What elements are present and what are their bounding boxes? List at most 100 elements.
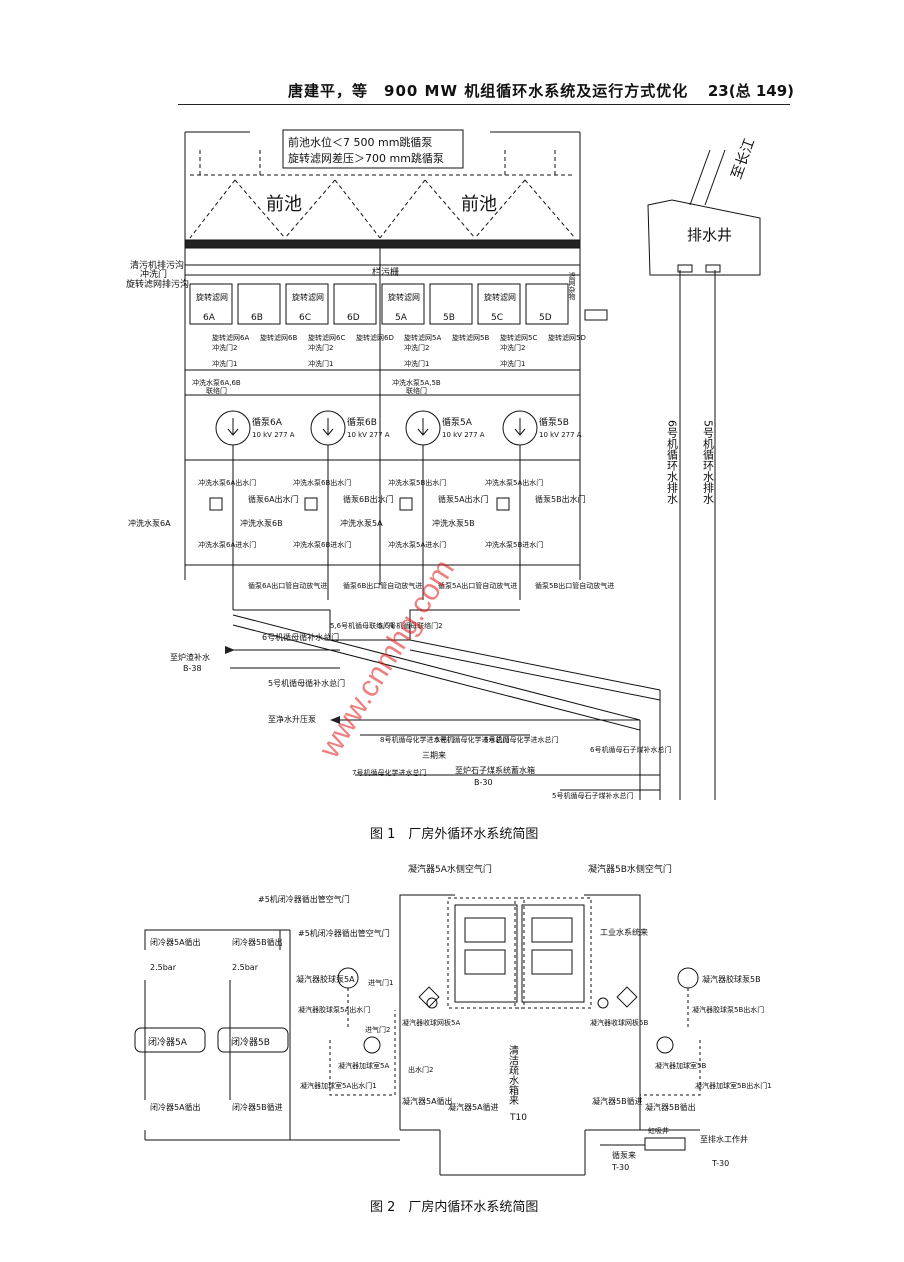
chem-6-label: 6号机循母化学进水总门 [484, 735, 558, 744]
rinse-pump-out-label: 冲洗水泵5A出水门 [485, 478, 543, 487]
rinse-valve-sub: 冲洗门1 [212, 359, 237, 368]
rinse-valve-label: 旋转滤网5B [452, 333, 489, 342]
drain-6-label: 6号机循环水排水 [666, 420, 679, 504]
chem-8-label: 8号机循母化学进水总门 [380, 735, 454, 744]
rinse-valve-label: 旋转滤网6D [356, 333, 394, 342]
ball-pump-5b-symbol [677, 967, 699, 989]
phase3-label: 三期来 [422, 751, 446, 760]
cond-5a-air-label: 凝汽器5A水侧空气门 [408, 863, 492, 875]
truck-icon [584, 309, 608, 321]
forebay-label-right: 前池 [461, 194, 497, 215]
screen-id: 5B [443, 313, 455, 323]
rinse-valve-sub: 冲洗门2 [212, 343, 237, 352]
makeup-5-label: 5号机循母循补水总门 [268, 678, 345, 688]
cooler-5a-label: 闭冷器5A [148, 1036, 188, 1048]
rinse-valve-sub: 冲洗门2 [308, 343, 333, 352]
rinse-valve-label: 旋转滤网6B [260, 333, 297, 342]
outlet-valve-label: 循泵6B出水门 [343, 494, 394, 504]
pump-spec: 10 kV 277 A [442, 431, 485, 439]
rinse-tie-label: 联络门 [406, 386, 427, 395]
figure-1-caption: 图 1 厂房外循环水系统简图 [370, 827, 539, 842]
outlet-valve-2-label: 出水门2 [408, 1065, 433, 1074]
forebay-label-left: 前池 [266, 194, 302, 215]
cooler-5b-body [217, 1027, 289, 1053]
to-well-label: 至排水工作井 [700, 1134, 748, 1144]
b38-label: B-38 [183, 664, 202, 673]
cooler-air-label: #5机闭冷器循出管空气门 [258, 894, 350, 904]
gypsum-5-label: 5号机循母石子煤补水总门 [552, 791, 633, 800]
cooler-5a-top-label: 闭冷器5A循出 [150, 937, 201, 947]
rinse-pump-in-label: 冲洗水泵6B进水门 [293, 540, 351, 549]
pump-name: 循泵6B [347, 416, 377, 428]
main-tie-2-label: 5,6号机循母联络门2 [378, 621, 443, 630]
pump-name: 循泵5A [442, 416, 473, 428]
chem-7-label: 7号机循母化学进水总门 [352, 768, 426, 777]
screen-id: 6A [203, 313, 216, 323]
gypsum-tank-label: 至炉石子煤系统蓄水箱 [455, 765, 535, 775]
running-header: 唐建平，等 900 MW 机组循环水系统及运行方式优化 23(总 149) [0, 78, 904, 102]
condenser-5b-body [521, 904, 585, 1003]
cooler-5a-bottom-label: 闭冷器5A循出 [150, 1102, 201, 1112]
rinse-valve-sub: 冲洗门1 [308, 359, 333, 368]
trash-rack-label: 清污机排污沟 [130, 259, 184, 271]
drain-well-box [647, 199, 761, 276]
pressure-a-label: 2.5bar [150, 963, 177, 972]
cond-5b-out-label: 凝汽器5B循进 [592, 1096, 643, 1106]
siphon-label: 虹吸井 [648, 1126, 669, 1135]
screen-id: 5A [395, 313, 408, 323]
to-clean-label: 至净水升压泵 [268, 714, 316, 724]
cond-5a-out-label: 凝汽器5A循出 [402, 1096, 453, 1106]
b30-label: B-30 [474, 778, 493, 787]
rinse-valve-sub: 冲洗门2 [500, 343, 525, 352]
rinse-pump-out-label: 冲洗水泵5B出水门 [388, 478, 446, 487]
rinse-pump-label: 冲洗水泵5B [432, 518, 475, 528]
rinse-tie-label: 冲洗水泵5A,5B [392, 378, 441, 387]
screen-ids: 6A 6B 6C 6D 5A 5B 5C 5D 旋转滤网 旋转滤网 旋转滤网 旋… [196, 292, 552, 323]
t30-label: T-30 [711, 1159, 729, 1168]
screen-drain-label: 旋转滤网排污沟 [126, 278, 189, 290]
screen-label: 旋转滤网 [388, 292, 420, 302]
grille-label: 栏污栅 [372, 266, 399, 278]
screen-label: 旋转滤网 [484, 292, 516, 302]
makeup-6-label: 6号机循母循补水总门 [262, 632, 339, 642]
rinse-valve-sub: 冲洗门1 [500, 359, 525, 368]
cooler-5b-top-label: 闭冷器5B循出 [232, 937, 283, 947]
rinse-pump-label: 冲洗水泵6B [240, 518, 283, 528]
rinse-pump-in-label: 冲洗水泵5A进水门 [388, 540, 446, 549]
outlet-valve-label: 循泵6A出水门 [248, 494, 299, 504]
rotating-screen-row [189, 283, 569, 325]
cooler-5a-body [134, 1027, 206, 1053]
condenser-5a-body [454, 904, 518, 1003]
outlet-valve-label: 循泵5B出水门 [535, 494, 586, 504]
screen-id: 6B [251, 313, 263, 323]
valve-1-label: 进气门1 [368, 978, 393, 987]
pump-name: 循泵5B [539, 416, 569, 428]
figure-2-caption: 图 2 厂房内循环水系统简图 [370, 1200, 539, 1215]
rinse-pump-label: 冲洗水泵6A [128, 518, 171, 528]
header-rule [178, 104, 790, 105]
outlet-valve-label: 循泵5A出水门 [438, 494, 489, 504]
cond-5a-in-label: 凝汽器5A循进 [448, 1102, 499, 1112]
screen-label: 旋转滤网 [196, 292, 228, 302]
rinse-valve-sub: 冲洗门2 [404, 343, 429, 352]
ball-room-5a-label: 凝汽器加球室5A [338, 1061, 389, 1070]
rinse-pump-out-label: 冲洗水泵6A出水门 [198, 478, 256, 487]
ball-pump-5a-label: 凝汽器胶球泵5A [296, 974, 355, 984]
air-valve-label: 循泵6B出口管自动放气进 [343, 581, 422, 590]
rinse-valve-label: 旋转滤网5C [500, 333, 537, 342]
ball-pump-5b-label: 凝汽器胶球泵5B [702, 974, 761, 984]
rinse-pump-out-label: 冲洗水泵6B出水门 [293, 478, 351, 487]
outlet-valve-labels: 循泵6A出水门 循泵6B出水门 循泵5A出水门 循泵5B出水门 冲洗水泵6A出水… [128, 478, 614, 590]
rinse-ditch-label: 冲洗门 [140, 268, 167, 280]
figure-2-diagram [134, 894, 701, 1176]
ball-room-5b-label: 凝汽器加球室5B [655, 1061, 706, 1070]
rinse-valve-label: 旋转滤网6A [212, 333, 249, 342]
rinse-valve-labels: 旋转滤网6A 旋转滤网6B 旋转滤网6C 旋转滤网6D 旋转滤网5A 旋转滤网5… [192, 333, 586, 395]
drain-box-label: 清洁疏水箱来 [507, 1044, 519, 1106]
grille-dirt-label: 滤网杂物 [568, 271, 576, 301]
receiver-5b-label: 凝汽器收球网板5B [590, 1018, 648, 1027]
cooler-5b-bottom-label: 闭冷器5B循进 [232, 1102, 283, 1112]
circ-from-label: 循泵来 [612, 1150, 636, 1160]
pump-spec: 10 kV 277 A [347, 431, 390, 439]
